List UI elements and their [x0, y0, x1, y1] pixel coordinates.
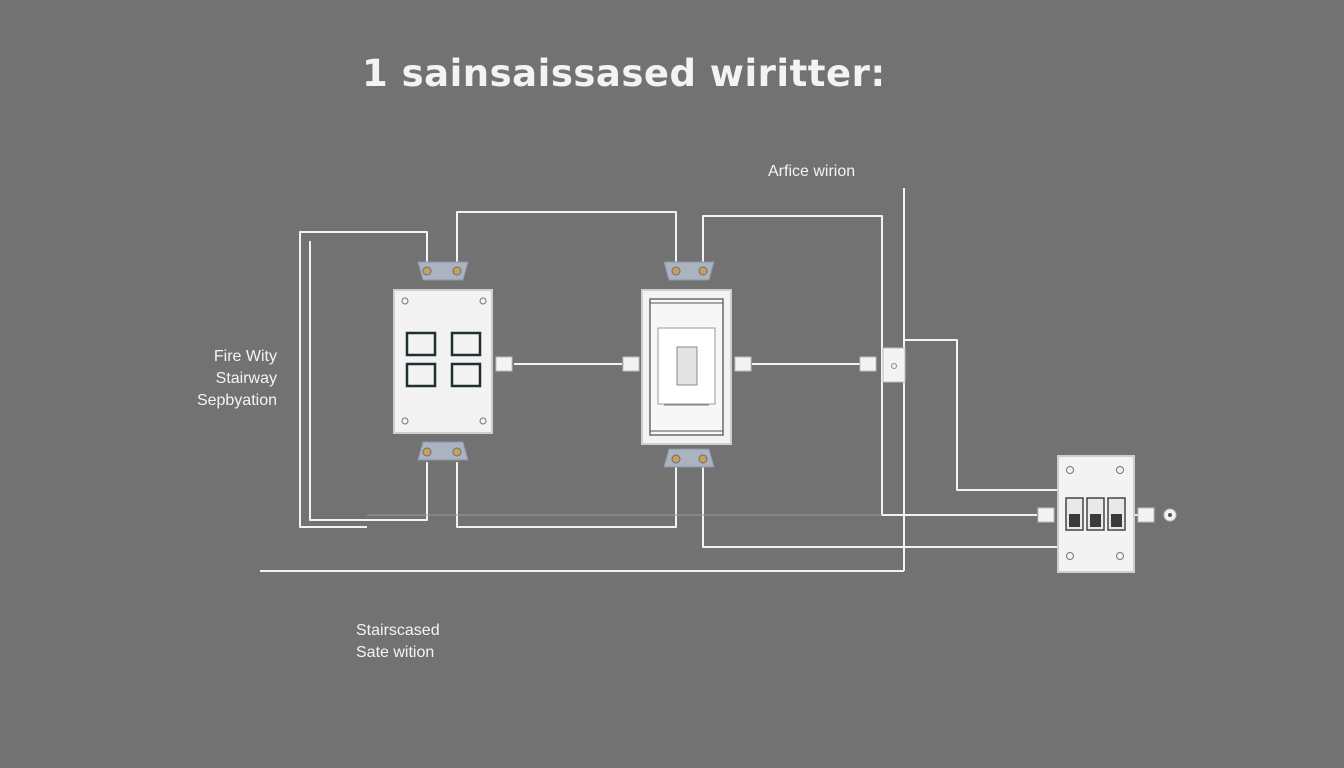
wires [260, 188, 1150, 572]
label-bottom: Stairscased Sate wition [356, 620, 440, 664]
connector-right-in [859, 356, 877, 372]
bracket-bottom-left [417, 441, 469, 461]
junction-block [882, 347, 906, 383]
bracket-top-middle [663, 261, 715, 281]
wire-top-middle-right [702, 215, 1037, 516]
connector-middle-out [734, 356, 752, 372]
label-top-text: Arfice wirion [768, 163, 856, 180]
breaker-box-icon [1057, 455, 1135, 573]
connector-middle-in [622, 356, 640, 372]
label-left-line-2: Stairway [215, 370, 277, 387]
wire-left-inner [309, 241, 428, 521]
connector-left [495, 356, 513, 372]
label-left: Fire Wity Stairway Sepbyation [197, 346, 277, 412]
label-top: Arfice wirion [768, 161, 855, 183]
wire-right-loop [905, 339, 1058, 491]
bracket-top-left [417, 261, 469, 281]
label-left-line-1: Fire Wity [213, 348, 277, 365]
rocker-switch-icon [641, 261, 732, 468]
connector-box-out [1137, 507, 1155, 523]
label-bottom-line-1: Stairscased [356, 622, 440, 639]
wire-bottom-middle-box [702, 462, 1058, 548]
diagram-title: 1 sainsaissased wiritter: [362, 52, 886, 95]
four-gang-switch-icon [393, 261, 493, 461]
label-left-line-3: Sepbyation [196, 392, 277, 409]
label-bottom-line-2: Sate wition [356, 644, 435, 661]
wire-left-outer [299, 231, 428, 528]
bracket-bottom-middle [663, 448, 715, 468]
wire-top-left-middle [456, 211, 677, 263]
connector-box-in [1037, 507, 1055, 523]
wire-bottom-left-middle [456, 462, 677, 528]
